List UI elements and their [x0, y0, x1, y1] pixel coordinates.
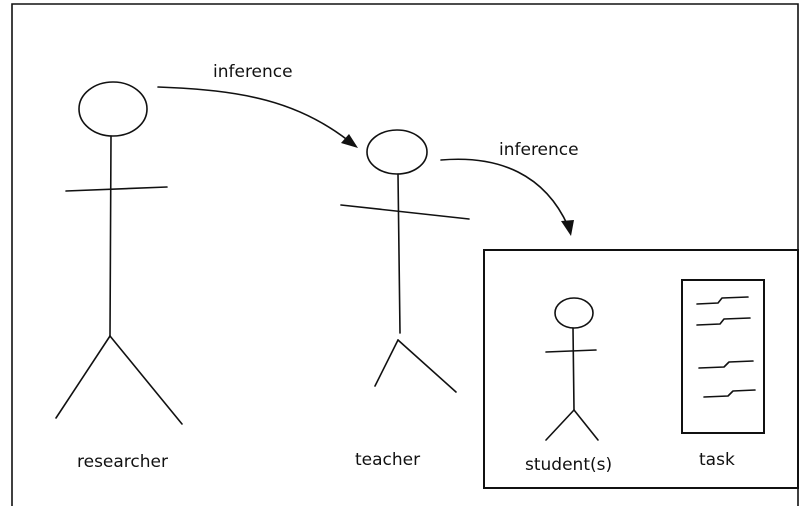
- researcher-figure: [55, 81, 183, 425]
- task-sheet: [681, 279, 765, 434]
- task-label: task: [699, 450, 735, 470]
- inference-arrow-1-line: [157, 86, 356, 147]
- teacher-figure: [340, 129, 470, 393]
- teacher-right-leg: [397, 339, 457, 393]
- task-scribble-line: [696, 296, 749, 305]
- researcher-right-leg: [109, 335, 183, 425]
- teacher-left-leg: [374, 339, 399, 387]
- student-arms: [545, 349, 597, 353]
- researcher-arms: [65, 186, 168, 192]
- teacher-body: [397, 173, 401, 334]
- teacher-head: [366, 129, 428, 175]
- task-scribbles: [696, 296, 756, 398]
- task-scribble-line: [703, 389, 756, 398]
- inference-arrow-2-head: [561, 220, 574, 236]
- inference-arrow-2: [440, 158, 574, 236]
- student-left-leg: [545, 409, 575, 441]
- inference-arrow-1: [157, 86, 358, 148]
- task-scribble-line: [698, 360, 754, 369]
- researcher-body: [109, 135, 112, 337]
- student-label: student(s): [525, 455, 612, 475]
- teacher-label: teacher: [355, 450, 420, 470]
- student-head: [554, 297, 594, 329]
- researcher-head: [78, 81, 148, 137]
- inference-arrow-1-head: [341, 134, 358, 148]
- researcher-label: researcher: [77, 452, 168, 472]
- inference-label-1: inference: [213, 62, 293, 82]
- task-scribble-line: [696, 317, 751, 326]
- student-right-leg: [573, 409, 599, 441]
- student-body: [572, 327, 575, 411]
- inference-label-2: inference: [499, 140, 579, 160]
- inference-arrow-2-line: [440, 158, 569, 227]
- researcher-left-leg: [55, 335, 111, 419]
- student-figure: [545, 297, 599, 441]
- teacher-arms: [340, 204, 470, 220]
